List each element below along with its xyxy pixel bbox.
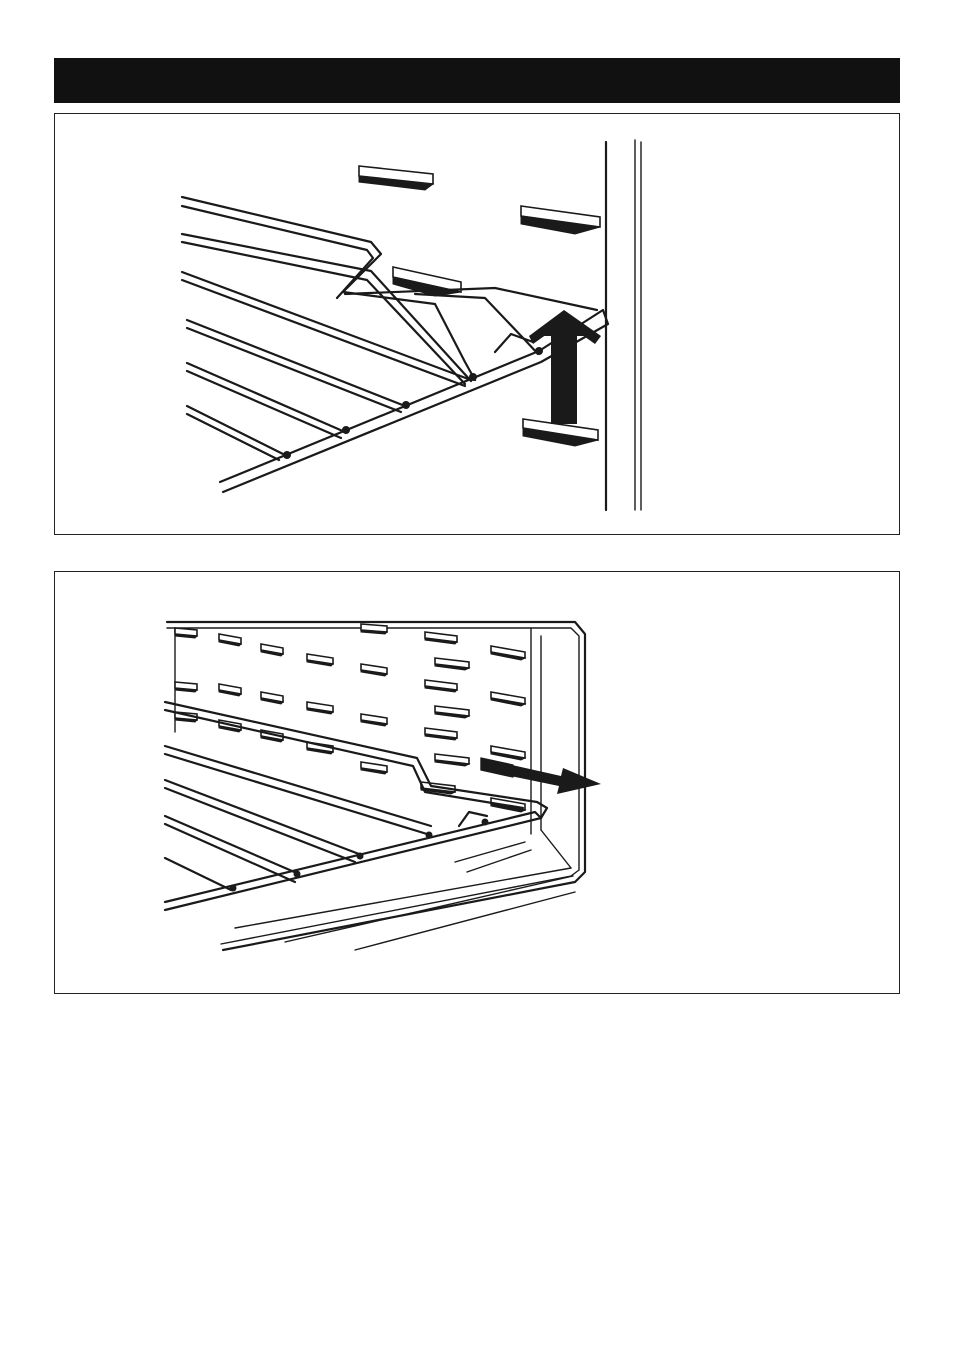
shelf-support-tab	[435, 658, 469, 670]
shelf-support-tab	[261, 644, 283, 656]
figure-1-panel	[54, 113, 900, 535]
shelf-support-tab	[491, 746, 525, 760]
figure-2-illustration	[55, 572, 899, 992]
shelf-support-tab	[219, 634, 241, 646]
shelf-support-tab	[307, 702, 333, 714]
shelf-support-tab	[175, 628, 197, 638]
shelf-support-tab	[361, 762, 387, 774]
shelf-support-tabs	[175, 624, 525, 812]
shelf-support-tab	[361, 714, 387, 726]
shelf-support-tab	[425, 632, 457, 644]
shelf-support-tab	[359, 166, 433, 190]
shelf-support-tab	[491, 646, 525, 660]
figure-1-illustration	[55, 114, 899, 534]
shelf-support-tab	[425, 680, 457, 692]
shelf-support-tab	[521, 206, 600, 234]
arrow-up-icon	[529, 310, 601, 424]
shelf-support-tab	[361, 624, 387, 634]
shelf-support-tab	[261, 692, 283, 704]
shelf-support-tab	[175, 682, 197, 692]
shelf-support-tab	[361, 664, 387, 676]
shelf-support-tab	[491, 692, 525, 706]
wire-shelf	[182, 197, 608, 492]
shelf-support-tab	[425, 728, 457, 740]
wire-shelf	[165, 702, 547, 910]
shelf-support-tab	[219, 684, 241, 696]
figure-2-panel	[54, 571, 900, 994]
header-bar	[54, 58, 900, 103]
shelf-support-tab	[307, 654, 333, 666]
shelf-support-tab	[435, 754, 469, 766]
shelf-support-tab	[435, 706, 469, 718]
